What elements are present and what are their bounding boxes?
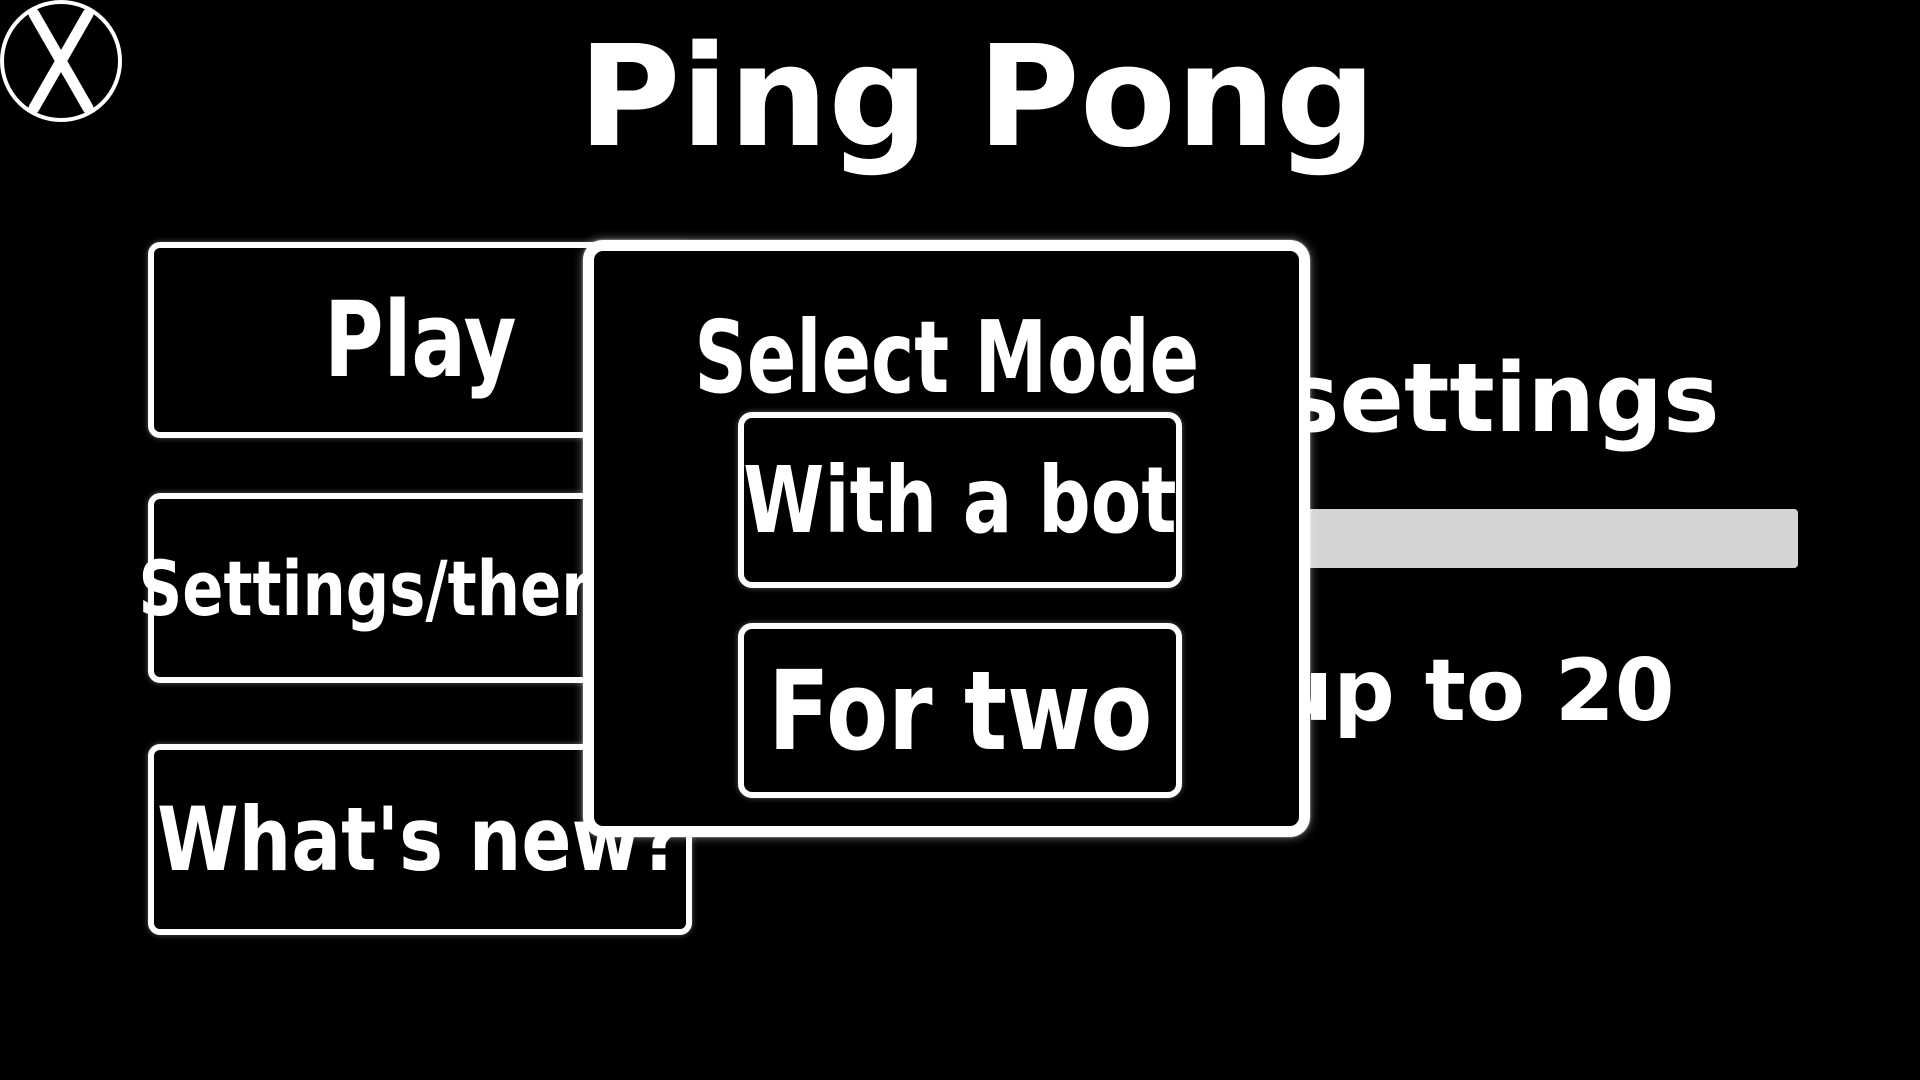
for-two-button[interactable]: For two [738, 623, 1182, 798]
with-a-bot-button[interactable]: With a bot [738, 412, 1182, 588]
close-dialog-button[interactable] [0, 0, 122, 122]
for-two-button-label: For two [767, 646, 1153, 775]
play-button-label: Play [323, 279, 517, 401]
close-x-icon [28, 8, 94, 114]
game-title: Ping Pong [578, 16, 1376, 179]
settings-heading: settings [1283, 344, 1720, 454]
select-mode-dialog: Select Mode With a bot For two [583, 240, 1310, 837]
score-limit-label: up to 20 [1272, 641, 1675, 741]
with-a-bot-button-label: With a bot [743, 446, 1177, 554]
select-mode-title: Select Mode [694, 299, 1199, 416]
